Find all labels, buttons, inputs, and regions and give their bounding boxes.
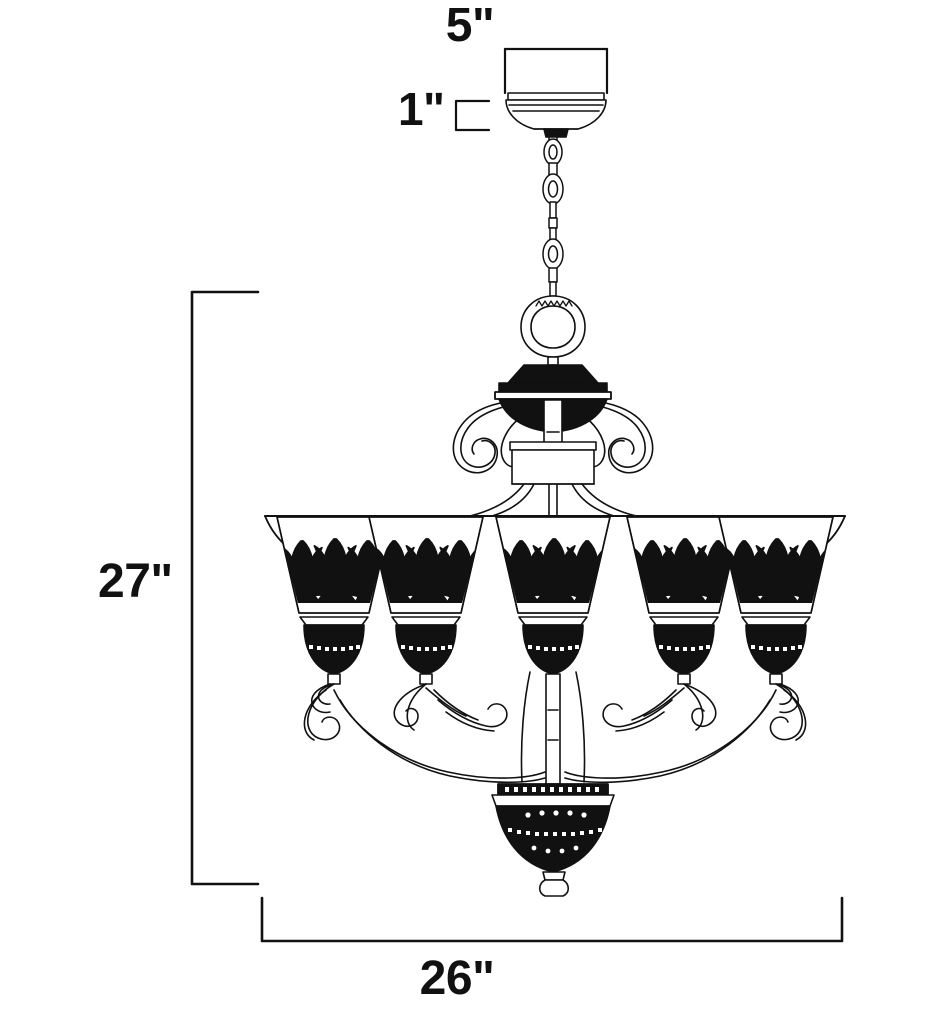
canopy-part (505, 92, 607, 130)
hanging-chain (542, 136, 564, 297)
bottom-finial (491, 783, 615, 897)
shade-3-center (495, 516, 611, 675)
canopy-stem (543, 128, 569, 138)
dimension-line-26in (260, 896, 844, 943)
shade-1 (276, 516, 392, 685)
dimension-line-1in (454, 99, 491, 132)
dimension-line-27in (190, 290, 260, 886)
glass-shade-array (264, 515, 846, 685)
shade-4 (626, 516, 742, 685)
center-collar (509, 441, 597, 485)
scroll-arms (303, 671, 807, 785)
dimension-label-fixture-width: 26" (419, 952, 495, 1005)
shade-2 (368, 516, 484, 685)
center-stem-upper (543, 399, 563, 447)
dimension-label-fixture-height: 27" (98, 555, 173, 608)
shade-5 (718, 516, 834, 685)
dimension-label-canopy-height: 1" (398, 83, 445, 135)
dimension-label-canopy-width: 5" (445, 0, 495, 52)
hanging-loop (520, 295, 586, 366)
upper-arms (469, 483, 637, 517)
dimension-line-5in (503, 47, 609, 95)
